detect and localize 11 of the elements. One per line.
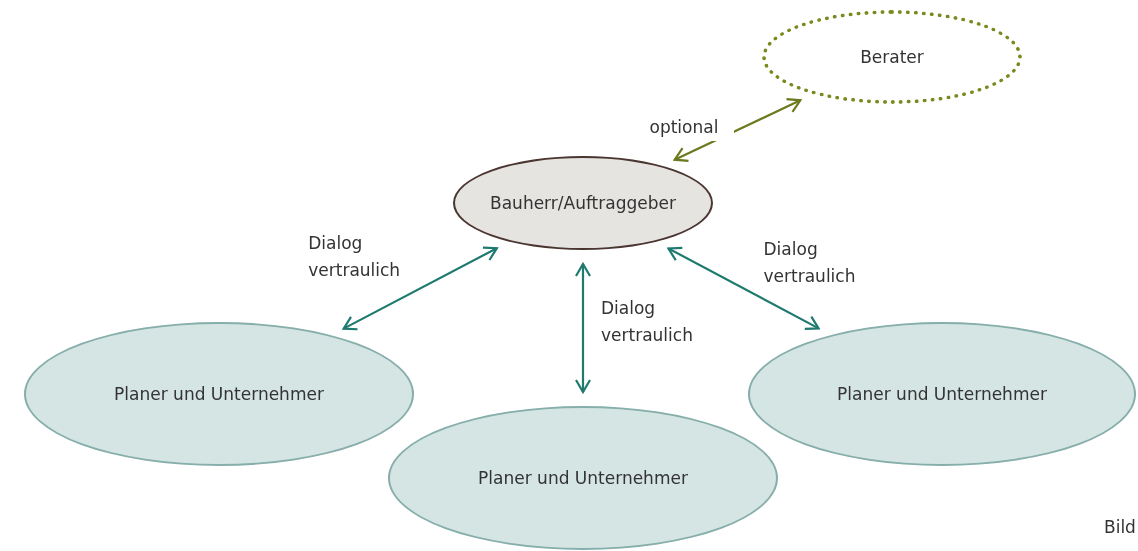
double-arrow bbox=[667, 246, 820, 330]
node-label: Bauherr/Auftraggeber bbox=[490, 193, 676, 213]
node-label: Planer und Unternehmer bbox=[837, 384, 1047, 404]
node-label: Berater bbox=[860, 47, 924, 67]
note-text: Bild bbox=[1104, 517, 1136, 537]
node-label: Planer und Unternehmer bbox=[114, 384, 324, 404]
double-arrow bbox=[673, 98, 802, 162]
node-label: Planer und Unternehmer bbox=[478, 468, 688, 488]
double-arrow bbox=[342, 246, 498, 331]
double-arrow bbox=[574, 262, 592, 394]
dotted-oval-node bbox=[762, 10, 1022, 104]
